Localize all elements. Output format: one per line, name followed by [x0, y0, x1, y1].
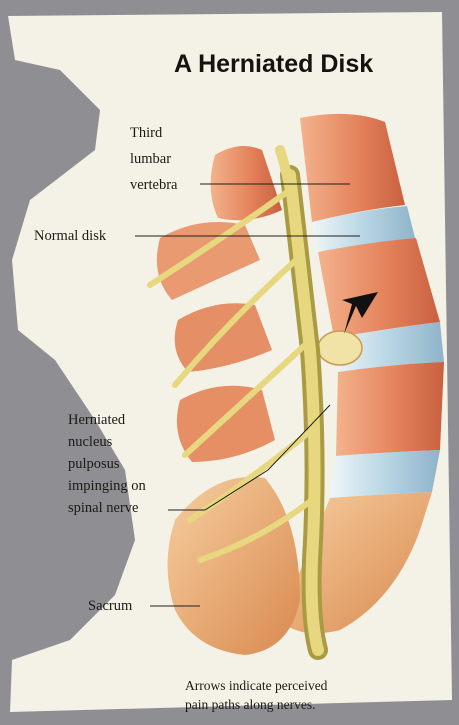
label-herniated-line4: impinging on [68, 478, 146, 494]
caption-line2: pain paths along nerves. [185, 697, 315, 712]
label-normal-disk-text: Normal disk [34, 228, 107, 244]
label-third-lumbar-line3: vertebra [130, 177, 178, 193]
disk-l5 [330, 450, 440, 498]
label-sacrum-text: Sacrum [88, 598, 133, 614]
caption-line1: Arrows indicate perceived [185, 678, 328, 693]
label-herniated-line2: nucleus [68, 434, 113, 450]
label-herniated-line3: pulposus [68, 456, 120, 472]
herniated-nucleus-bulge [318, 331, 362, 365]
vertebral-body-l5 [336, 362, 444, 456]
label-third-lumbar-line2: lumbar [130, 151, 171, 167]
label-herniated-line5: spinal nerve [68, 500, 138, 516]
diagram-title: A Herniated Disk [174, 50, 373, 78]
label-herniated-line1: Herniated [68, 412, 126, 428]
label-third-lumbar-line1: Third [130, 125, 163, 141]
